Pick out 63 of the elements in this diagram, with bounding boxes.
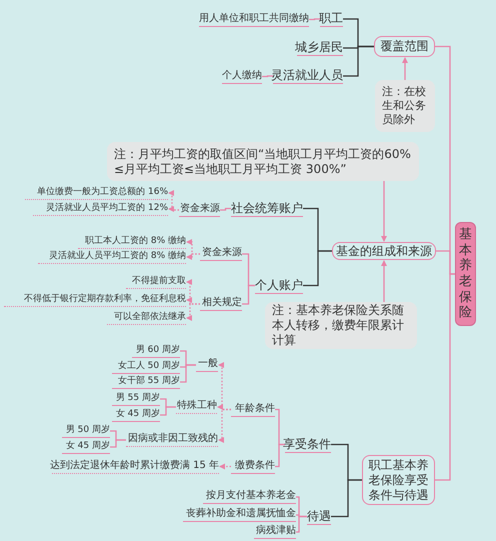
note-box: 注：在校生和公务员除外	[375, 80, 435, 132]
connector-line	[110, 439, 126, 448]
arrow	[381, 181, 387, 242]
connector-line	[180, 364, 196, 383]
branch-label: 相关规定	[200, 297, 242, 311]
arrow	[218, 408, 231, 443]
branch-label: 资金来源	[200, 247, 242, 261]
branch-label: 男 60 周岁	[132, 344, 180, 358]
branch-label: 缴费条件	[231, 459, 275, 474]
topic-box: 职工基本养老保险享受条件与待遇	[362, 455, 435, 505]
leaf-label: 不得低于银行定期存款利率，免征利息税	[4, 293, 186, 307]
branch-label: 女 45 周岁	[62, 440, 110, 454]
connector-line	[343, 46, 374, 77]
leaf-label: 因病或非因工致残的	[126, 433, 218, 447]
branch-label: 个人缴纳	[222, 69, 262, 84]
leaf-label: 达到法定退休年龄时累计缴费满 15 年	[52, 459, 219, 474]
leaf-label: 灵活就业人员平均工资的 8% 缴纳	[38, 250, 186, 264]
arrow	[168, 206, 179, 212]
connector-line	[242, 284, 255, 305]
arrow	[381, 260, 387, 302]
connector-line	[220, 208, 231, 211]
branch-label: 女 45 周岁	[112, 408, 160, 422]
leaf-label: 特殊工种	[176, 400, 217, 414]
branch-label: 待遇	[307, 508, 331, 525]
branch-label: 丧葬补助金和遗属抚恤金	[183, 508, 296, 522]
leaf-label: 可以全部依法继承	[107, 311, 186, 325]
connector-line	[296, 516, 307, 533]
connector-line	[435, 273, 455, 481]
branch-label: 女干部 55 周岁	[112, 375, 180, 389]
branch-label: 个人账户	[255, 277, 303, 294]
connector-line	[303, 250, 332, 286]
branch-label: 职工	[320, 11, 343, 27]
connector-line	[309, 18, 320, 20]
arrow	[186, 303, 200, 321]
branch-label: 一般	[196, 358, 218, 372]
branch-label: 按月支付基本养老金	[203, 490, 296, 504]
branch-label: 灵活就业人员	[273, 68, 343, 84]
leaf-label: 不得提前支取	[126, 275, 186, 289]
branch-label: 用人单位和职工共同缴纳	[199, 12, 309, 27]
connector-line	[331, 479, 362, 518]
root-box: 基本养老保险	[455, 222, 476, 326]
arrow	[186, 253, 200, 260]
branch-label: 病残津贴	[254, 525, 296, 539]
branch-label: 城乡居民	[297, 40, 343, 56]
connector-line	[262, 75, 273, 78]
connector-line	[160, 406, 176, 416]
branch-label: 年龄条件	[231, 402, 275, 417]
branch-label: 资金来源	[179, 203, 220, 217]
arrow	[219, 464, 231, 470]
note-box: 注：月平均工资的取值区间“当地职工月平均工资的60% ≤月平均工资≤当地职工月平均工资 300%”	[107, 142, 419, 181]
branch-label: 女工人 50 周岁	[112, 360, 180, 374]
arrow	[402, 57, 408, 80]
leaf-label: 灵活就业人员平均工资的 12%	[33, 202, 168, 216]
connector-line	[275, 444, 285, 468]
branch-label: 男 50 周岁	[62, 424, 110, 438]
branch-label: 社会统筹账户	[231, 200, 303, 217]
topic-box: 基金的组成和来源	[332, 242, 436, 260]
note-box: 注：基本养老保险关系随本人转移，缴费年限累计计算	[265, 302, 417, 349]
topic-box: 覆盖范围	[374, 36, 435, 57]
branch-label: 男 55 周岁	[112, 392, 160, 406]
leaf-label: 职工本人工资的 8% 缴纳	[78, 235, 186, 249]
branch-label: 享受条件	[285, 436, 331, 453]
leaf-label: 单位缴费一般为工资总额的 16%	[25, 186, 168, 200]
